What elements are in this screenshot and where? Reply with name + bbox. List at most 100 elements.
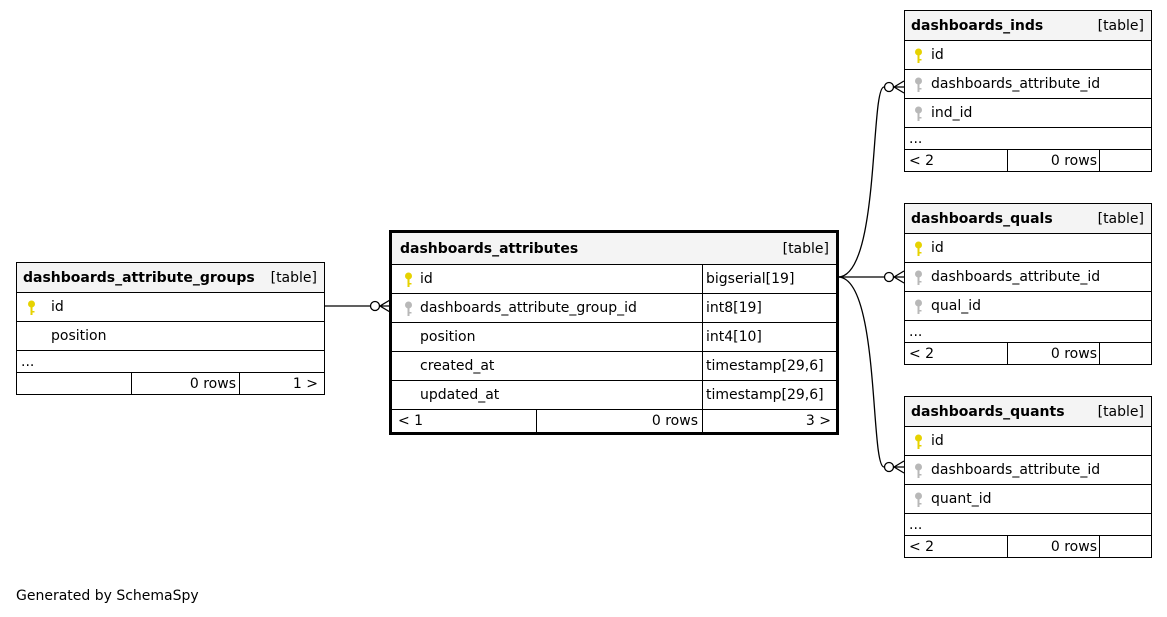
column-row[interactable]: ind_id: [905, 98, 1151, 127]
column-name: qual_id: [931, 298, 982, 314]
ellipsis: ...: [909, 323, 923, 340]
zero-marker: [883, 461, 895, 473]
table-name: dashboards_quants: [911, 403, 1065, 420]
table-name: dashboards_quals: [911, 210, 1053, 227]
zero-marker: [883, 81, 895, 93]
table-header: dashboards_inds [table]: [905, 11, 1151, 40]
primary-key-icon: [915, 48, 922, 63]
more-columns-row: ...: [905, 127, 1151, 149]
primary-key-icon: [915, 434, 922, 449]
table-dashboards-quants[interactable]: dashboards_quants [table] id dashboards_…: [904, 396, 1152, 558]
table-header: dashboards_attributes [table]: [392, 233, 836, 264]
column-row[interactable]: updated_at timestamp[29,6]: [392, 380, 836, 409]
column-row[interactable]: id: [905, 40, 1151, 69]
crowfoot-marker: [893, 460, 905, 474]
foreign-key-icon: [405, 301, 412, 316]
primary-key-icon: [28, 300, 35, 315]
column-name: id: [931, 47, 944, 63]
primary-key-icon: [405, 272, 412, 287]
zero-marker: [369, 300, 381, 312]
column-row[interactable]: qual_id: [905, 291, 1151, 320]
column-row[interactable]: position: [17, 321, 324, 350]
column-type: int4[10]: [702, 323, 762, 351]
table-tag: [table]: [1097, 403, 1144, 420]
column-name: id: [51, 299, 64, 315]
column-name: id: [931, 240, 944, 256]
table-header: dashboards_attribute_groups [table]: [17, 263, 324, 292]
crowfoot-marker: [893, 270, 905, 284]
generated-by-label: Generated by SchemaSpy: [16, 588, 199, 604]
table-name: dashboards_attribute_groups: [23, 269, 255, 286]
column-type: int8[19]: [702, 294, 762, 322]
column-row[interactable]: id: [905, 426, 1151, 455]
column-name: dashboards_attribute_group_id: [420, 300, 637, 316]
footer-parents[interactable]: < 1: [398, 413, 424, 429]
table-tag: [table]: [782, 240, 829, 257]
more-columns-row: ...: [905, 513, 1151, 535]
column-name: position: [51, 328, 107, 344]
foreign-key-icon: [915, 77, 922, 92]
foreign-key-icon: [915, 299, 922, 314]
column-row[interactable]: position int4[10]: [392, 322, 836, 351]
primary-key-icon: [915, 241, 922, 256]
footer-children[interactable]: [1099, 150, 1148, 171]
footer-parents[interactable]: < 2: [909, 345, 935, 362]
footer-children[interactable]: [1099, 343, 1148, 364]
column-name: ind_id: [931, 105, 973, 121]
column-type: timestamp[29,6]: [702, 352, 824, 380]
column-type: bigserial[19]: [702, 265, 794, 293]
foreign-key-icon: [915, 463, 922, 478]
table-footer: < 2 0 rows: [905, 149, 1151, 171]
table-name: dashboards_inds: [911, 17, 1044, 34]
footer-rows: 0 rows: [1007, 343, 1097, 364]
footer-rows: 0 rows: [536, 410, 698, 432]
column-name: id: [420, 271, 433, 287]
footer-parents[interactable]: < 2: [909, 538, 935, 555]
footer-rows: 0 rows: [1007, 536, 1097, 557]
footer-parents[interactable]: [21, 373, 131, 394]
table-dashboards-inds[interactable]: dashboards_inds [table] id dashboards_at…: [904, 10, 1152, 172]
table-name: dashboards_attributes: [400, 240, 579, 257]
foreign-key-icon: [915, 270, 922, 285]
footer-rows: 0 rows: [1007, 150, 1097, 171]
column-name: created_at: [420, 358, 495, 374]
crowfoot-marker: [893, 80, 905, 94]
column-row[interactable]: id: [905, 233, 1151, 262]
footer-parents[interactable]: < 2: [909, 152, 935, 169]
table-dashboards-quals[interactable]: dashboards_quals [table] id dashboards_a…: [904, 203, 1152, 365]
table-dashboards-attributes[interactable]: dashboards_attributes [table] id bigseri…: [389, 230, 839, 435]
column-row[interactable]: id bigserial[19]: [392, 264, 836, 293]
table-footer: < 2 0 rows: [905, 342, 1151, 364]
column-row[interactable]: dashboards_attribute_id: [905, 455, 1151, 484]
column-name: updated_at: [420, 387, 500, 403]
footer-children[interactable]: [1099, 536, 1148, 557]
more-columns-row: ...: [17, 350, 324, 372]
ellipsis: ...: [21, 353, 35, 370]
column-name: position: [420, 329, 476, 345]
foreign-key-icon: [915, 492, 922, 507]
ellipsis: ...: [909, 130, 923, 147]
column-row[interactable]: id: [17, 292, 324, 321]
table-footer: < 2 0 rows: [905, 535, 1151, 557]
column-row[interactable]: dashboards_attribute_id: [905, 262, 1151, 291]
table-dashboards-attribute-groups[interactable]: dashboards_attribute_groups [table] id p…: [16, 262, 325, 395]
column-name: id: [931, 433, 944, 449]
footer-children[interactable]: 3 >: [702, 410, 831, 432]
more-columns-row: ...: [905, 320, 1151, 342]
column-row[interactable]: dashboards_attribute_group_id int8[19]: [392, 293, 836, 322]
column-name: dashboards_attribute_id: [931, 462, 1101, 478]
footer-children[interactable]: 1 >: [239, 373, 318, 394]
table-tag: [table]: [1097, 210, 1144, 227]
table-header: dashboards_quants [table]: [905, 397, 1151, 426]
column-row[interactable]: quant_id: [905, 484, 1151, 513]
column-name: dashboards_attribute_id: [931, 269, 1101, 285]
column-name: dashboards_attribute_id: [931, 76, 1101, 92]
link-attributes-to-inds: [837, 86, 885, 278]
table-tag: [table]: [1097, 17, 1144, 34]
column-row[interactable]: created_at timestamp[29,6]: [392, 351, 836, 380]
crowfoot-marker: [379, 299, 391, 313]
column-row[interactable]: dashboards_attribute_id: [905, 69, 1151, 98]
table-footer: 0 rows 1 >: [17, 372, 324, 394]
footer-rows: 0 rows: [131, 373, 236, 394]
